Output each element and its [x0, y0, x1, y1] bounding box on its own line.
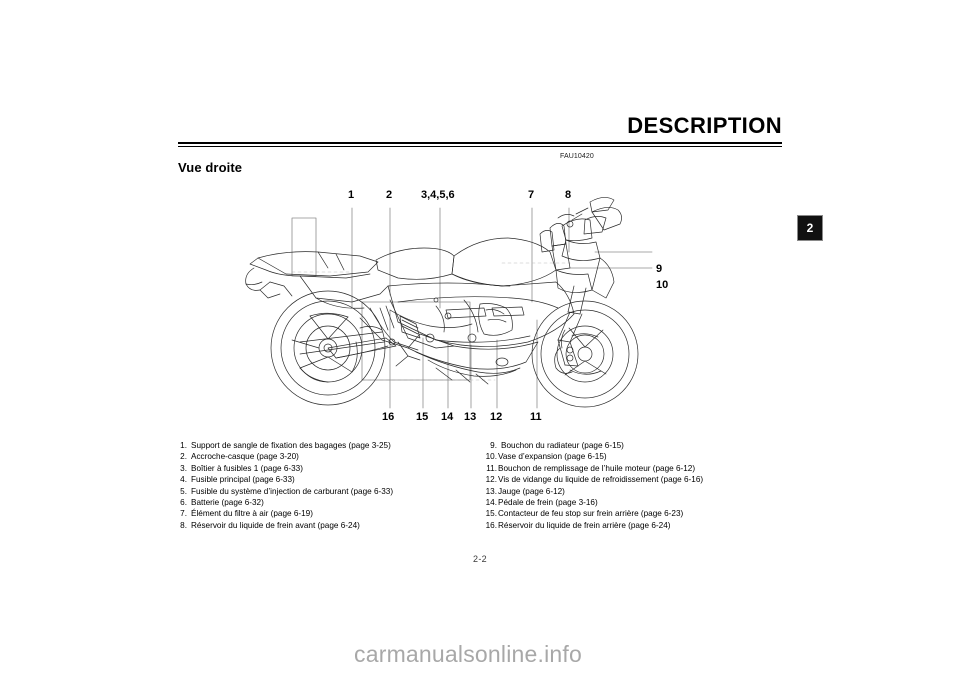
- legend-item-number: 3.: [180, 463, 187, 473]
- legend-item: 9. Bouchon du radiateur (page 6-15): [482, 440, 782, 451]
- legend-item-number: 1.: [180, 441, 187, 450]
- legend-item-number: 11.: [486, 463, 497, 473]
- motorcycle-line-drawing: [245, 197, 653, 409]
- legend-item: 12. Vis de vidange du liquide de refroid…: [482, 474, 782, 485]
- legend-item-label: Boîtier à fusibles 1 (page 6-33): [191, 463, 303, 473]
- callout-10: 10: [656, 279, 669, 291]
- section-title: Vue droite: [178, 160, 243, 175]
- legend-item-label: Élément du filtre à air (page 6-19): [191, 509, 313, 519]
- legend-item: 16. Réservoir du liquide de frein arrièr…: [482, 520, 782, 531]
- legend-item-number: 15.: [485, 509, 497, 519]
- legend-item: 5. Fusible du système d’injection de car…: [176, 486, 476, 497]
- legend-item: 2. Accroche-casque (page 3-20): [176, 451, 476, 462]
- handlebar-mirror: [557, 197, 615, 228]
- legend-item-label: Fusible du système d’injection de carbur…: [191, 486, 394, 496]
- legend-item-label: Bouchon de remplissage de l’huile moteur…: [498, 463, 696, 473]
- page-number: 2-2: [473, 554, 487, 564]
- legend-item-number: 12.: [485, 475, 497, 485]
- callout-16: 16: [382, 411, 395, 423]
- callout-8: 8: [565, 189, 572, 201]
- callout-15: 15: [416, 411, 429, 423]
- legend-item-number: 8.: [180, 520, 187, 530]
- legend-item-number: 16.: [485, 520, 497, 530]
- legend-item: 4. Fusible principal (page 6-33): [176, 474, 476, 485]
- legend-item-label: Bouchon du radiateur (page 6-15): [501, 441, 624, 450]
- legend-item-label: Support de sangle de fixation des bagage…: [191, 441, 391, 450]
- page-title: DESCRIPTION: [627, 113, 782, 138]
- legend-item: 11. Bouchon de remplissage de l’huile mo…: [482, 463, 782, 474]
- legend-item: 15. Contacteur de feu stop sur frein arr…: [482, 508, 782, 519]
- legend-item: 10. Vase d’expansion (page 6-15): [482, 451, 782, 462]
- callout-1: 1: [348, 189, 355, 201]
- legend-item-number: 2.: [180, 452, 187, 462]
- body-fairing: [249, 237, 575, 385]
- callout-7: 7: [528, 189, 535, 201]
- legend-item-number: 14.: [485, 498, 497, 508]
- legend-item: 8. Réservoir du liquide de frein avant (…: [176, 520, 476, 531]
- front-fairing: [539, 207, 622, 299]
- legend-item-label: Accroche-casque (page 3-20): [191, 452, 299, 462]
- chapter-tab: 2: [797, 215, 823, 241]
- legend-item-label: Réservoir du liquide de frein arrière (p…: [498, 520, 671, 530]
- header-divider: [178, 142, 782, 147]
- callout-3-4-5-6: 3,4,5,6: [421, 189, 455, 201]
- figure-motorcycle-right-side: 1 2 3,4,5,6 7 8 9 10 16 15 14 13 12 11: [240, 190, 710, 430]
- legend-item: 6. Batterie (page 6-32): [176, 497, 476, 508]
- legend-item: 7. Élément du filtre à air (page 6-19): [176, 508, 476, 519]
- legend-item-label: Vis de vidange du liquide de refroidisse…: [498, 475, 704, 485]
- chapter-tab-number: 2: [806, 221, 814, 235]
- legend-item-number: 10.: [485, 452, 497, 462]
- front-fork: [554, 285, 587, 374]
- legend-item-label: Pédale de frein (page 3-16): [498, 498, 598, 508]
- legend-item-number: 9.: [490, 441, 497, 450]
- leader-lines-top: [351, 207, 570, 309]
- legend-item-label: Vase d’expansion (page 6-15): [498, 452, 607, 462]
- legend-item-number: 7.: [180, 509, 187, 519]
- legend-item: 1. Support de sangle de fixation des bag…: [176, 440, 476, 451]
- legend-item-label: Contacteur de feu stop sur frein arrière…: [498, 509, 684, 519]
- fau-reference-code: FAU10420: [560, 153, 594, 160]
- legend-item-label: Fusible principal (page 6-33): [191, 475, 295, 485]
- legend-item-number: 13.: [485, 486, 497, 496]
- front-wheel: [531, 300, 639, 408]
- engine-and-frame: [299, 299, 521, 374]
- legend-list-right: 9. Bouchon du radiateur (page 6-15) 10. …: [482, 440, 782, 531]
- callout-11: 11: [530, 411, 542, 423]
- leader-lines-right: [569, 251, 653, 269]
- legend-item: 14. Pédale de frein (page 3-16): [482, 497, 782, 508]
- callout-2: 2: [386, 189, 393, 201]
- callout-13: 13: [464, 411, 477, 423]
- legend-item: 13. Jauge (page 6-12): [482, 486, 782, 497]
- legend-item-label: Réservoir du liquide de frein avant (pag…: [191, 520, 360, 530]
- callout-14: 14: [441, 411, 454, 423]
- legend-item-number: 4.: [180, 475, 187, 485]
- leader-lines-bottom: [389, 309, 538, 409]
- callout-9: 9: [656, 263, 663, 275]
- legend-list-left: 1. Support de sangle de fixation des bag…: [176, 440, 476, 531]
- legend-item-label: Jauge (page 6-12): [498, 486, 565, 496]
- legend-item-number: 6.: [180, 498, 187, 508]
- legend-item-label: Batterie (page 6-32): [191, 498, 264, 508]
- legend-item-number: 5.: [180, 486, 187, 496]
- rear-fender: [245, 267, 293, 299]
- callout-12: 12: [490, 411, 503, 423]
- watermark: carmanualsonline.info: [354, 641, 582, 667]
- legend-item: 3. Boîtier à fusibles 1 (page 6-33): [176, 463, 476, 474]
